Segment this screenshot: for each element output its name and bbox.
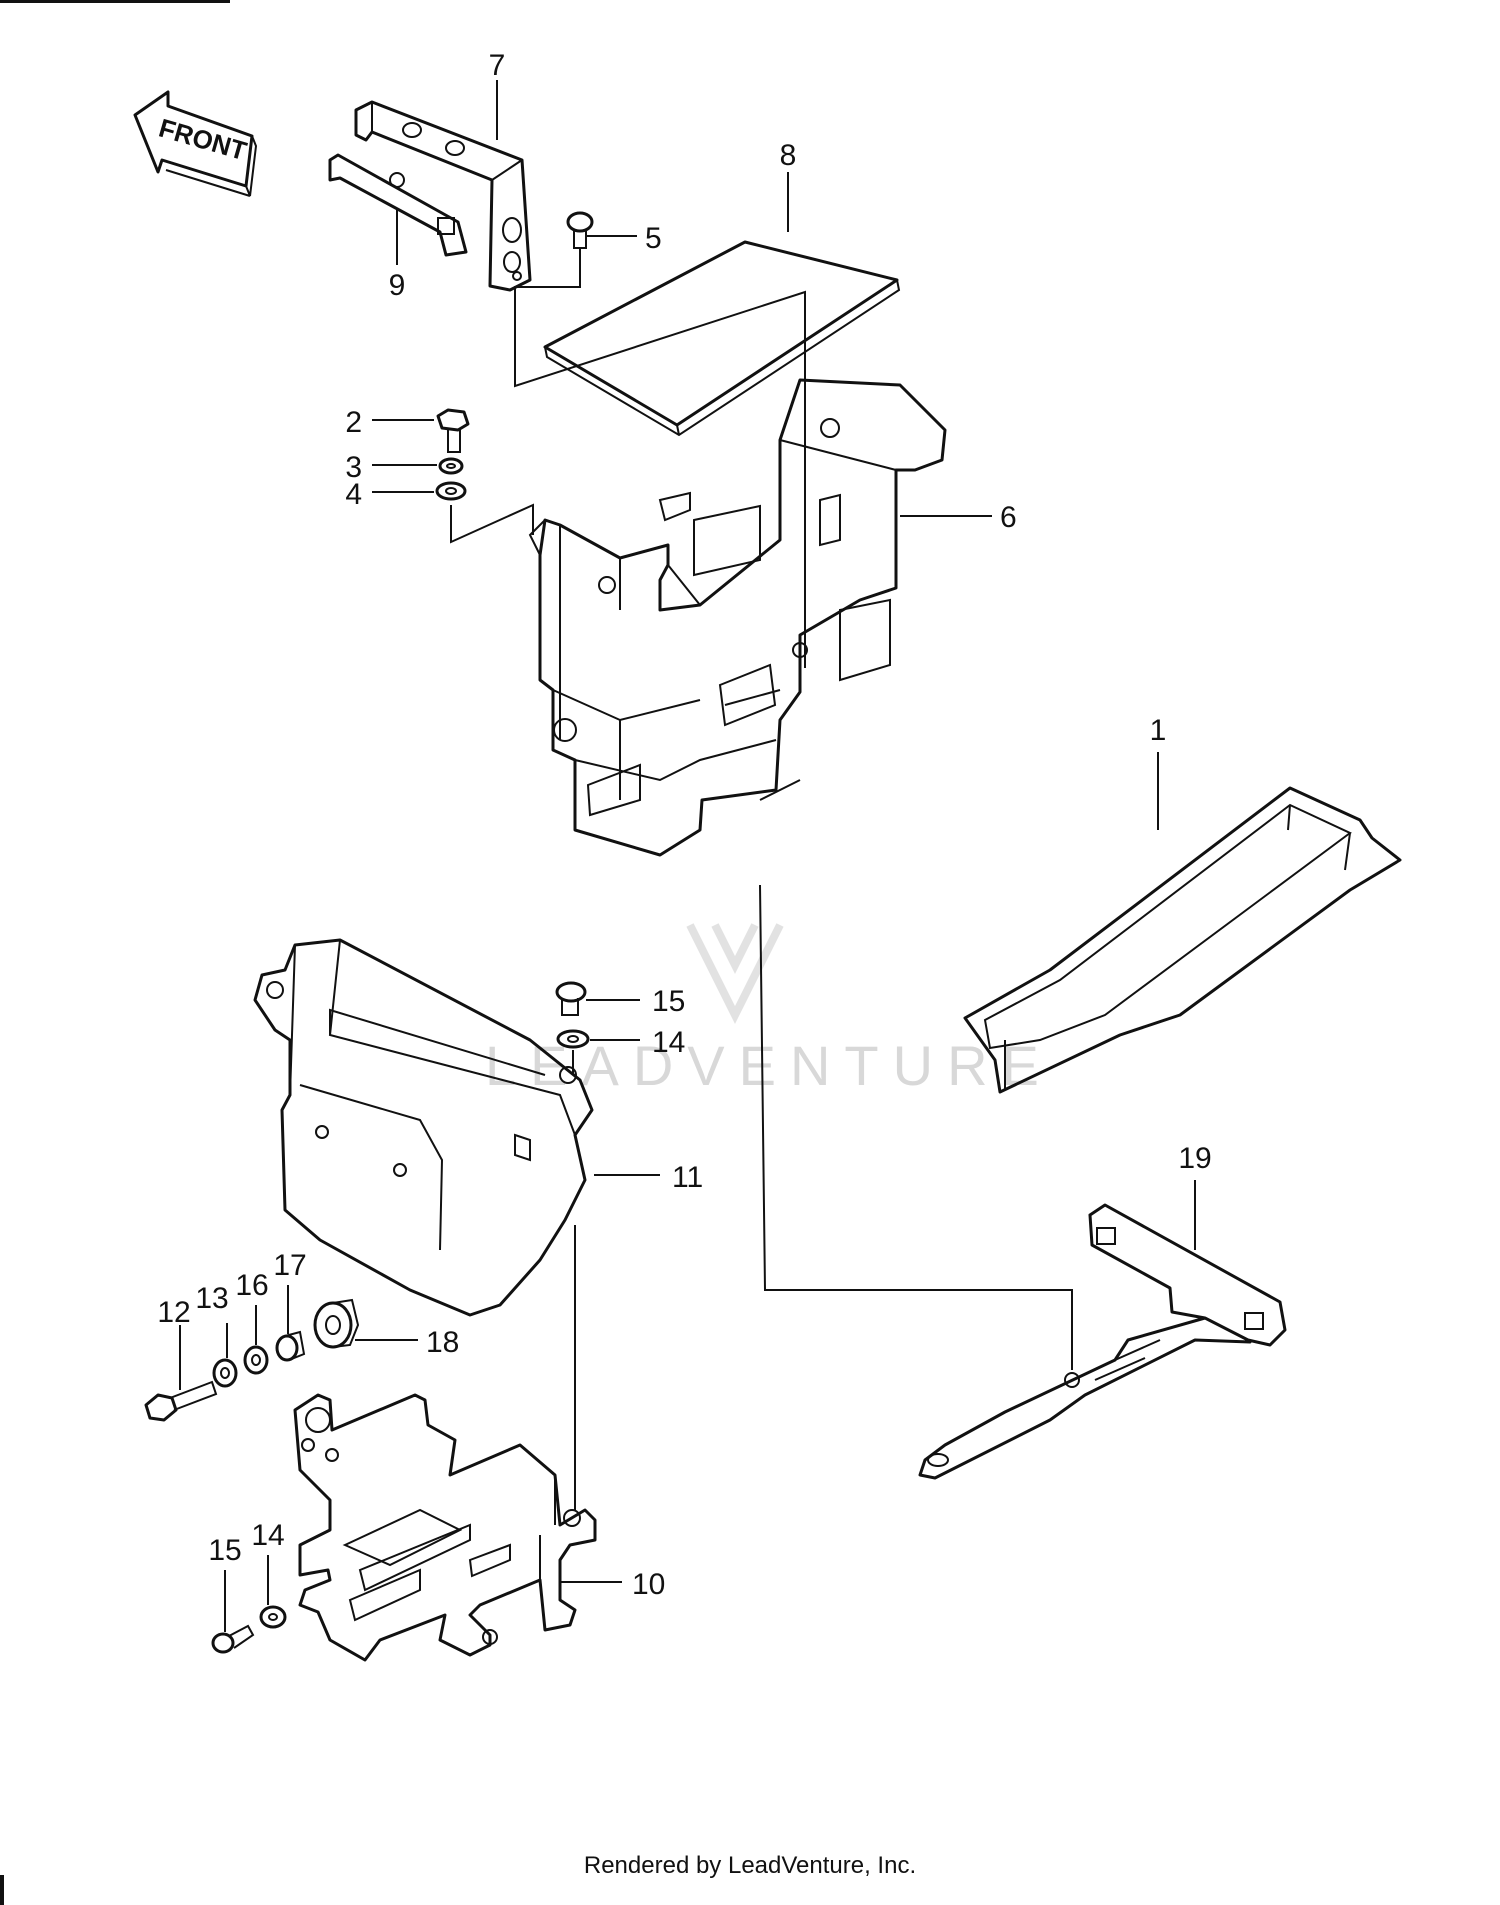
part-5-screw [566, 211, 594, 249]
callout-18: 18 [426, 1326, 459, 1359]
top-rule [0, 0, 230, 3]
part-14-washer-lower [259, 1605, 287, 1629]
part-16-washer [243, 1345, 269, 1375]
part-9-bracket [328, 153, 468, 257]
callout-2: 2 [345, 406, 362, 439]
part-7-bracket [354, 100, 532, 292]
callout-7: 7 [489, 49, 506, 82]
part-6-battery-case [528, 378, 947, 857]
callout-19: 19 [1178, 1142, 1211, 1175]
edge-mark [0, 1875, 4, 1905]
front-arrow-icon: FRONT [133, 90, 258, 197]
footer-credit: Rendered by LeadVenture, Inc. [583, 1852, 917, 1879]
callout-5: 5 [645, 222, 662, 255]
part-11-control-box [253, 938, 594, 1317]
callout-8: 8 [780, 139, 797, 172]
part-3-lockwasher [438, 457, 464, 475]
part-4-washer [435, 481, 467, 501]
part-18-grommet [313, 1298, 360, 1349]
front-label: FRONT [156, 113, 250, 167]
part-17-collar [275, 1330, 306, 1362]
callout-10: 10 [632, 1568, 665, 1601]
callout-6: 6 [1000, 501, 1017, 534]
part-12-bolt [144, 1380, 218, 1422]
part-14-washer-upper [556, 1029, 590, 1049]
callout-11: 11 [672, 1161, 703, 1194]
callout-12: 12 [157, 1296, 190, 1329]
part-15-screw-upper [555, 981, 587, 1016]
part-13-washer [212, 1358, 238, 1388]
callout-13: 13 [195, 1282, 228, 1315]
leader-lines [179, 80, 1196, 1632]
callout-14-lower: 14 [251, 1519, 284, 1552]
callouts: 7 8 5 9 2 3 4 6 1 15 14 11 19 12 13 16 1… [157, 49, 1211, 1601]
callout-17: 17 [273, 1249, 306, 1282]
callout-14-upper: 14 [652, 1026, 685, 1059]
part-10-bracket [293, 1393, 597, 1662]
watermark-text: LEADVENTURE [485, 1034, 1053, 1097]
callout-15-lower: 15 [208, 1534, 241, 1567]
assembly-lines [450, 248, 1073, 1510]
callout-3: 3 [345, 451, 362, 484]
part-19-bracket [918, 1203, 1287, 1480]
part-15-screw-lower [211, 1624, 255, 1654]
part-1-tray [963, 786, 1402, 1094]
callout-15-upper: 15 [652, 985, 685, 1018]
callout-4: 4 [345, 478, 362, 511]
callout-9: 9 [389, 269, 406, 302]
callout-1: 1 [1150, 714, 1167, 747]
callout-16: 16 [235, 1269, 268, 1302]
part-2-bolt [436, 408, 470, 453]
part-8-pad [543, 240, 901, 437]
